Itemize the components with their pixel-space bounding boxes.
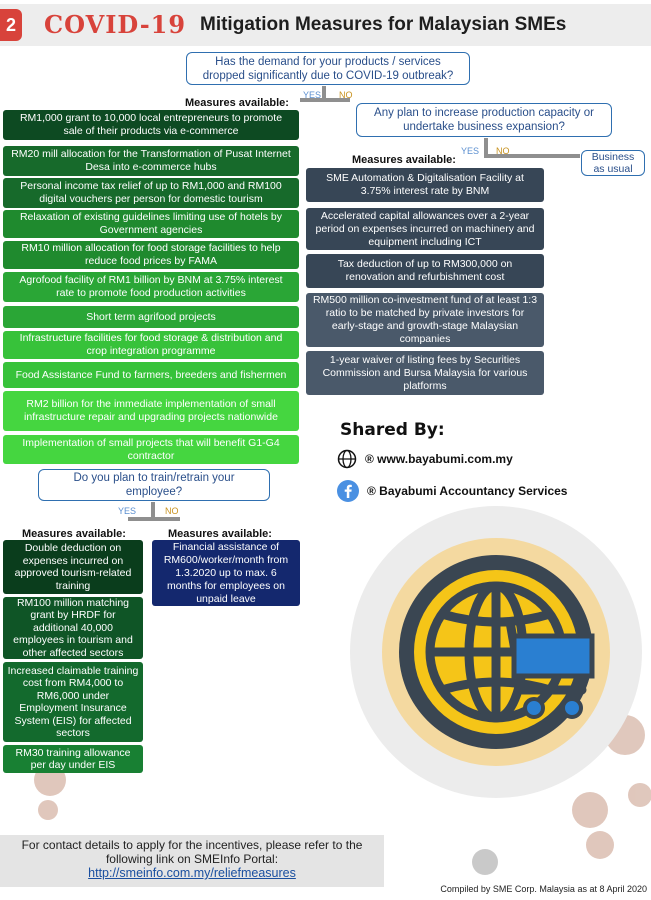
q3-yes-label: YES — [118, 506, 137, 516]
measure-item: Agrofood facility of RM1 billion by BNM … — [3, 272, 299, 302]
q1-no-label: NO — [339, 90, 353, 100]
shared-by-title: Shared By: — [340, 420, 445, 440]
arrow-q2 — [484, 138, 488, 158]
header-bar — [0, 4, 651, 46]
measure-item: RM20 mill allocation for the Transformat… — [3, 146, 299, 176]
measure-item: Financial assistance of RM600/worker/mon… — [152, 540, 300, 606]
globe-cart-illustration — [350, 506, 642, 798]
measure-item: RM30 training allowance per day under EI… — [3, 745, 143, 773]
measure-item: 1-year waiver of listing fees by Securit… — [306, 351, 544, 395]
measure-item: RM100 million matching grant by HRDF for… — [3, 597, 143, 659]
measure-item: RM500 million co-investment fund of at l… — [306, 293, 544, 347]
measure-item: Food Assistance Fund to farmers, breeder… — [3, 362, 299, 388]
q1-yes-label: YES — [303, 90, 322, 100]
measures-label-left: Measures available: — [185, 97, 289, 109]
measure-item: Increased claimable training cost from R… — [3, 662, 143, 742]
measure-item: Double deduction on expenses incurred on… — [3, 540, 143, 594]
measure-item: RM10 million allocation for food storage… — [3, 241, 299, 269]
page-number: 2 — [0, 9, 22, 41]
facebook-text: ® Bayabumi Accountancy Services — [367, 484, 568, 498]
arrow-q3 — [151, 502, 155, 520]
measures-label-right: Measures available: — [352, 154, 456, 166]
question-training: Do you plan to train/retrain your employ… — [38, 469, 270, 501]
business-as-usual: Business as usual — [581, 150, 645, 176]
q2-no-label: NO — [496, 146, 510, 156]
q2-yes-label: YES — [461, 146, 480, 156]
measures-label-train-yes: Measures available: — [22, 528, 126, 540]
measure-item: Personal income tax relief of up to RM1,… — [3, 178, 299, 208]
measure-item: Tax deduction of up to RM300,000 on reno… — [306, 254, 544, 288]
measure-item: Short term agrifood projects — [3, 306, 299, 328]
measure-item: Accelerated capital allowances over a 2-… — [306, 208, 544, 250]
measure-item: SME Automation & Digitalisation Facility… — [306, 168, 544, 202]
measure-item: Infrastructure facilities for food stora… — [3, 331, 299, 359]
arrow-q1-branch — [300, 98, 350, 102]
globe-icon — [337, 449, 357, 469]
arrow-q2-branch — [484, 154, 580, 158]
facebook-line[interactable]: ® Bayabumi Accountancy Services — [337, 480, 567, 502]
title-covid: COVID-19 — [44, 10, 187, 39]
compiled-note: Compiled by SME Corp. Malaysia as at 8 A… — [440, 884, 647, 894]
arrow-q3-branch — [128, 517, 180, 521]
facebook-icon — [337, 480, 359, 502]
question-demand-drop: Has the demand for your products / servi… — [186, 52, 470, 85]
measure-item: Implementation of small projects that wi… — [3, 435, 299, 464]
question-expansion: Any plan to increase production capacity… — [356, 103, 612, 137]
page-title: Mitigation Measures for Malaysian SMEs — [200, 14, 567, 35]
smeinfo-link[interactable]: http://smeinfo.com.my/reliefmeasures — [88, 866, 296, 880]
website-text: ® www.bayabumi.com.my — [365, 452, 513, 466]
measure-item: RM1,000 grant to 10,000 local entreprene… — [3, 110, 299, 140]
footer-text: For contact details to apply for the inc… — [21, 838, 363, 866]
arrow-q1 — [322, 86, 326, 100]
footer-box: For contact details to apply for the inc… — [0, 835, 384, 887]
cart-icon — [487, 617, 595, 719]
measures-label-train-no: Measures available: — [168, 528, 272, 540]
measure-item: RM2 billion for the immediate implementa… — [3, 391, 299, 431]
measure-item: Relaxation of existing guidelines limiti… — [3, 210, 299, 238]
website-line[interactable]: ® www.bayabumi.com.my — [337, 449, 513, 469]
q3-no-label: NO — [165, 506, 179, 516]
